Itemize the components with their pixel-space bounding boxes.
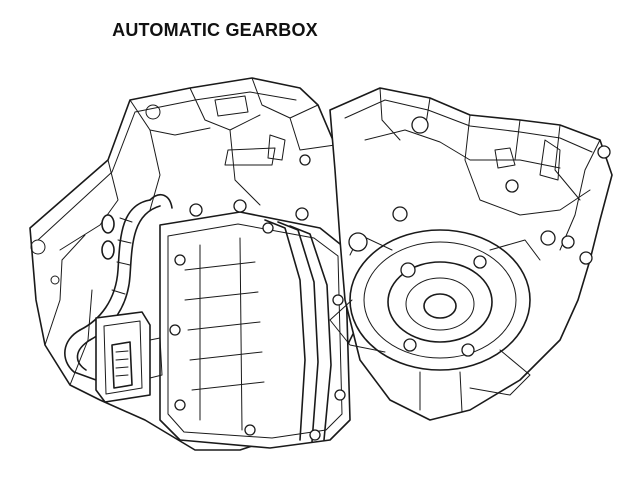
housing-bolts — [169, 116, 611, 441]
diagram-title: AUTOMATIC GEARBOX — [112, 20, 318, 40]
valve-body — [159, 211, 351, 449]
electrical-connector — [95, 311, 163, 403]
wiring-harness — [64, 193, 173, 381]
